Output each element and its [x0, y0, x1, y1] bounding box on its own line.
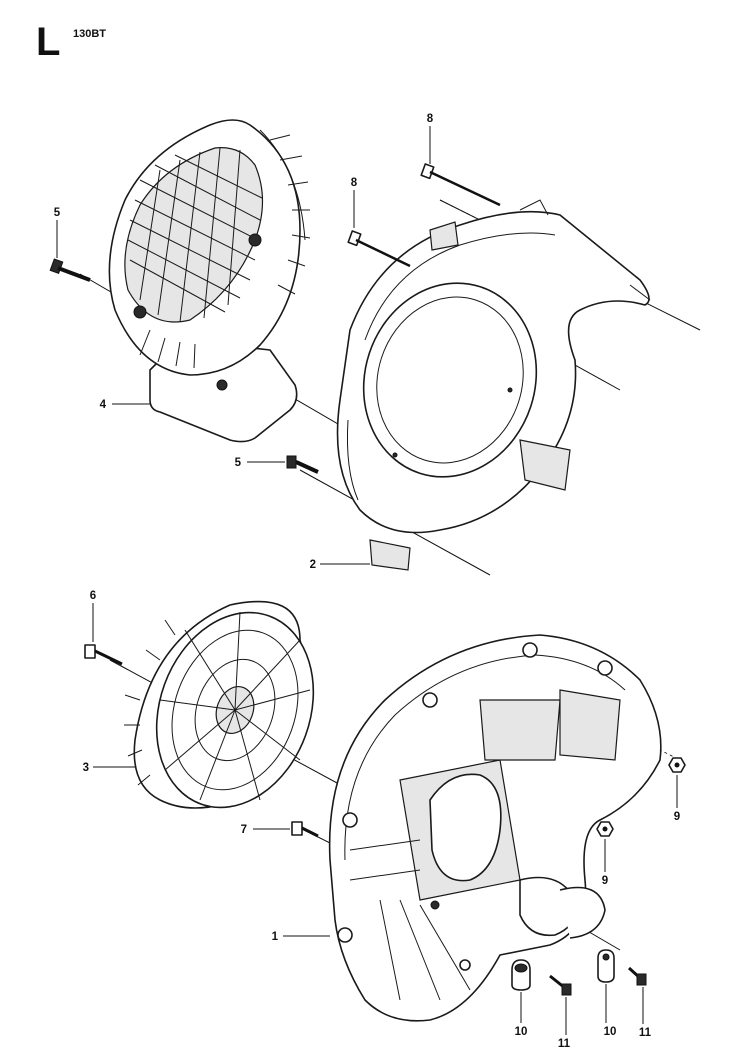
callout-4: 4	[100, 399, 107, 411]
part-8-screw-long	[420, 163, 501, 207]
model-number: 130BT	[73, 28, 107, 40]
callout-5-upper: 5	[54, 207, 61, 219]
callout-8-lower: 8	[351, 177, 358, 189]
part-11-screw-left	[549, 974, 572, 996]
callout-6: 6	[90, 590, 96, 602]
callout-leaders	[56, 126, 678, 1035]
callout-1: 1	[272, 931, 279, 943]
part-1-fan-housing	[328, 634, 662, 1022]
callout-2: 2	[310, 559, 316, 571]
callout-3: 3	[83, 762, 89, 774]
callout-10-left: 10	[515, 1026, 528, 1038]
part-9-nut-left	[596, 821, 614, 837]
callout-11-left: 11	[558, 1038, 571, 1050]
part-10-clamp-left	[511, 959, 531, 991]
part-5-screw-upper	[49, 258, 91, 282]
callout-9-right: 9	[674, 811, 680, 823]
part-9-nut-right	[668, 757, 686, 773]
part-7-screw	[291, 821, 319, 838]
callout-11-right: 11	[639, 1027, 652, 1039]
part-10-clamp-right	[597, 949, 615, 983]
section-letter: L	[36, 20, 61, 64]
part-5-screw-lower	[286, 455, 319, 474]
part-2-cover	[336, 199, 651, 571]
callout-9-left: 9	[602, 875, 608, 887]
callout-8-upper: 8	[427, 113, 434, 125]
part-3-fan-wheel	[124, 600, 315, 809]
callout-7: 7	[241, 824, 247, 836]
callout-5-lower: 5	[235, 457, 242, 469]
part-11-screw-right	[627, 966, 647, 986]
callout-10-right: 10	[604, 1026, 617, 1038]
callout-labels: 5 4 5 8 8 2 6 3 7 1 9 9 10 11 10 11	[54, 113, 680, 1050]
part-4-intake-grille	[108, 119, 311, 443]
part-8-screw-short	[347, 230, 411, 268]
part-6-screw	[84, 644, 123, 666]
